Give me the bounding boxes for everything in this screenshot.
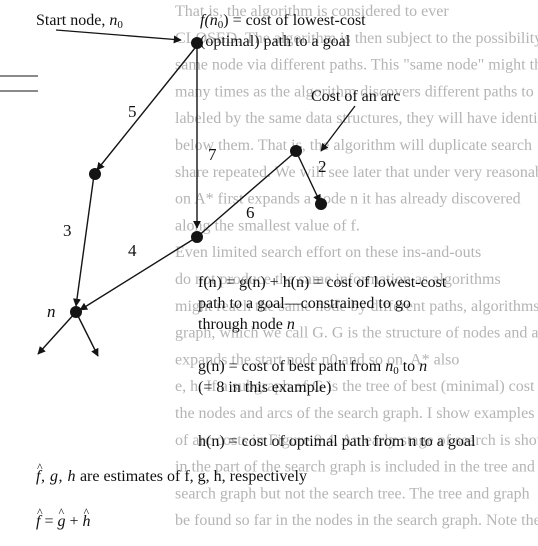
node-right — [315, 198, 327, 210]
bleed-line: do not produce the same information as a… — [175, 271, 501, 288]
bleed-line: labeled by the same data structures, the… — [175, 110, 538, 127]
bleed-line: many times as the algorithm discovers di… — [175, 83, 538, 100]
bleed-line: be found so far in the nodes in the sear… — [175, 512, 538, 529]
estimates-line: f, g, h are estimates of f, g, h, respec… — [36, 457, 307, 487]
f-n0-definition: f(n0) = cost of lowest-cost — [200, 10, 366, 36]
bleed-line: CLOSED. The algorithm is then subject to… — [175, 30, 538, 47]
bleed-line: share repeated. We will see later that u… — [175, 164, 538, 181]
bleed-line: graph, which we call G. G is the structu… — [175, 325, 538, 342]
fhat-g: g — [57, 502, 65, 532]
fhat-plus: + — [69, 513, 79, 530]
f-n0-def: ) = cost of lowest-cost — [223, 12, 366, 29]
bleed-line: expands the start node n0 and so on. A* … — [175, 351, 459, 368]
bleed-line: of arc costs in Figure 9.4. An early sta… — [175, 432, 538, 449]
fhat-equation: f = g + h — [36, 502, 91, 532]
fhat-h: h — [83, 502, 91, 532]
gn-line1-end: n — [419, 358, 428, 375]
gn-line1-var: n — [385, 358, 394, 375]
start-node-sub: 0 — [117, 19, 123, 31]
fn-line3-text: through node — [198, 316, 283, 333]
start-node-text: Start node, — [36, 12, 106, 29]
estimates-text: are estimates of f, g, h, respectively — [79, 468, 307, 485]
fn-definition-line1: f(n) = g(n) + h(n) = cost of lowest-cost — [198, 274, 447, 291]
arc-start-left — [96, 47, 196, 171]
graph-nodes — [70, 37, 327, 318]
f-n0-definition-line2: (optimal) path to a goal — [200, 33, 351, 50]
arc-center-upper — [196, 146, 302, 238]
hn-definition: h(n) = cost of optimal path from n to a … — [198, 433, 476, 450]
bleed-line: search graph but not the search tree. Th… — [175, 485, 530, 502]
arc-cost-7: 7 — [208, 145, 217, 164]
node-center — [191, 231, 203, 243]
background-bleed-text: That is, the algorithm is considered to … — [175, 3, 538, 529]
graph-arcs — [37, 47, 321, 357]
gn-line1-to: to — [402, 358, 416, 375]
fn-definition-line2: path to a goal—constrained to go — [198, 295, 411, 312]
arc-cost-2: 2 — [318, 157, 327, 176]
node-left — [89, 168, 101, 180]
arc-n-out-left — [37, 311, 77, 355]
bleed-line: Even limited search effort on these ins-… — [175, 244, 481, 261]
bleed-line: might reach the same node by different p… — [175, 298, 538, 315]
arc-center-n — [79, 236, 198, 311]
bleed-line: e, h. If a subgraph of G is the tree of … — [175, 378, 535, 395]
fhat-lhs: f — [36, 502, 43, 532]
gn-line1-sub: 0 — [393, 365, 399, 377]
arc-cost-4: 4 — [128, 241, 137, 260]
pointer-start-node — [55, 29, 182, 44]
bleed-line: That is, the algorithm is considered to … — [175, 3, 449, 20]
bleed-line: in the part of the search graph is inclu… — [175, 459, 535, 476]
cost-of-arc-label: Cost of an arc — [311, 88, 401, 105]
fn-definition-line3: through node n — [198, 314, 295, 335]
fhat-eq: = — [44, 513, 54, 530]
arc-upper-right — [295, 150, 321, 203]
bleed-line: below them. That is, the algorithm will … — [175, 137, 532, 154]
bleed-line: same node via different paths. This "sam… — [175, 57, 538, 74]
gn-line1-text: g(n) = cost of best path from — [198, 358, 382, 375]
f-n0-sub: 0 — [217, 19, 224, 31]
fn-line3-var: n — [286, 316, 295, 333]
node-start — [191, 37, 203, 49]
start-node-label: Start node, n0 — [36, 10, 123, 36]
estimates-vars: f, g, h — [36, 457, 76, 487]
arc-cost-3: 3 — [63, 221, 72, 240]
arc-left-n — [73, 174, 95, 307]
pointer-cost-of-arc — [320, 105, 356, 152]
bleed-line: on A* first expands a node n it has alre… — [175, 191, 521, 208]
node-n-label: n — [47, 302, 56, 321]
f-n0-func: f — [200, 12, 205, 29]
gn-definition-line2: (= 8 in this example) — [198, 379, 332, 396]
pointer-lines — [55, 29, 356, 152]
bleed-line: the nodes and arcs of the search graph. … — [175, 405, 534, 422]
margin-marks — [0, 75, 38, 92]
arc-cost-5: 5 — [128, 102, 137, 121]
node-n — [70, 306, 82, 318]
arc-cost-6: 6 — [246, 203, 255, 222]
bleed-line: along the smallest value of f. — [175, 217, 360, 234]
node-upper — [290, 145, 302, 157]
f-n0-arg: (n — [204, 12, 218, 29]
start-node-var: n — [109, 12, 118, 29]
gn-definition-line1: g(n) = cost of best path from n0 to n — [198, 356, 427, 382]
arc-n-out-down — [75, 311, 99, 357]
